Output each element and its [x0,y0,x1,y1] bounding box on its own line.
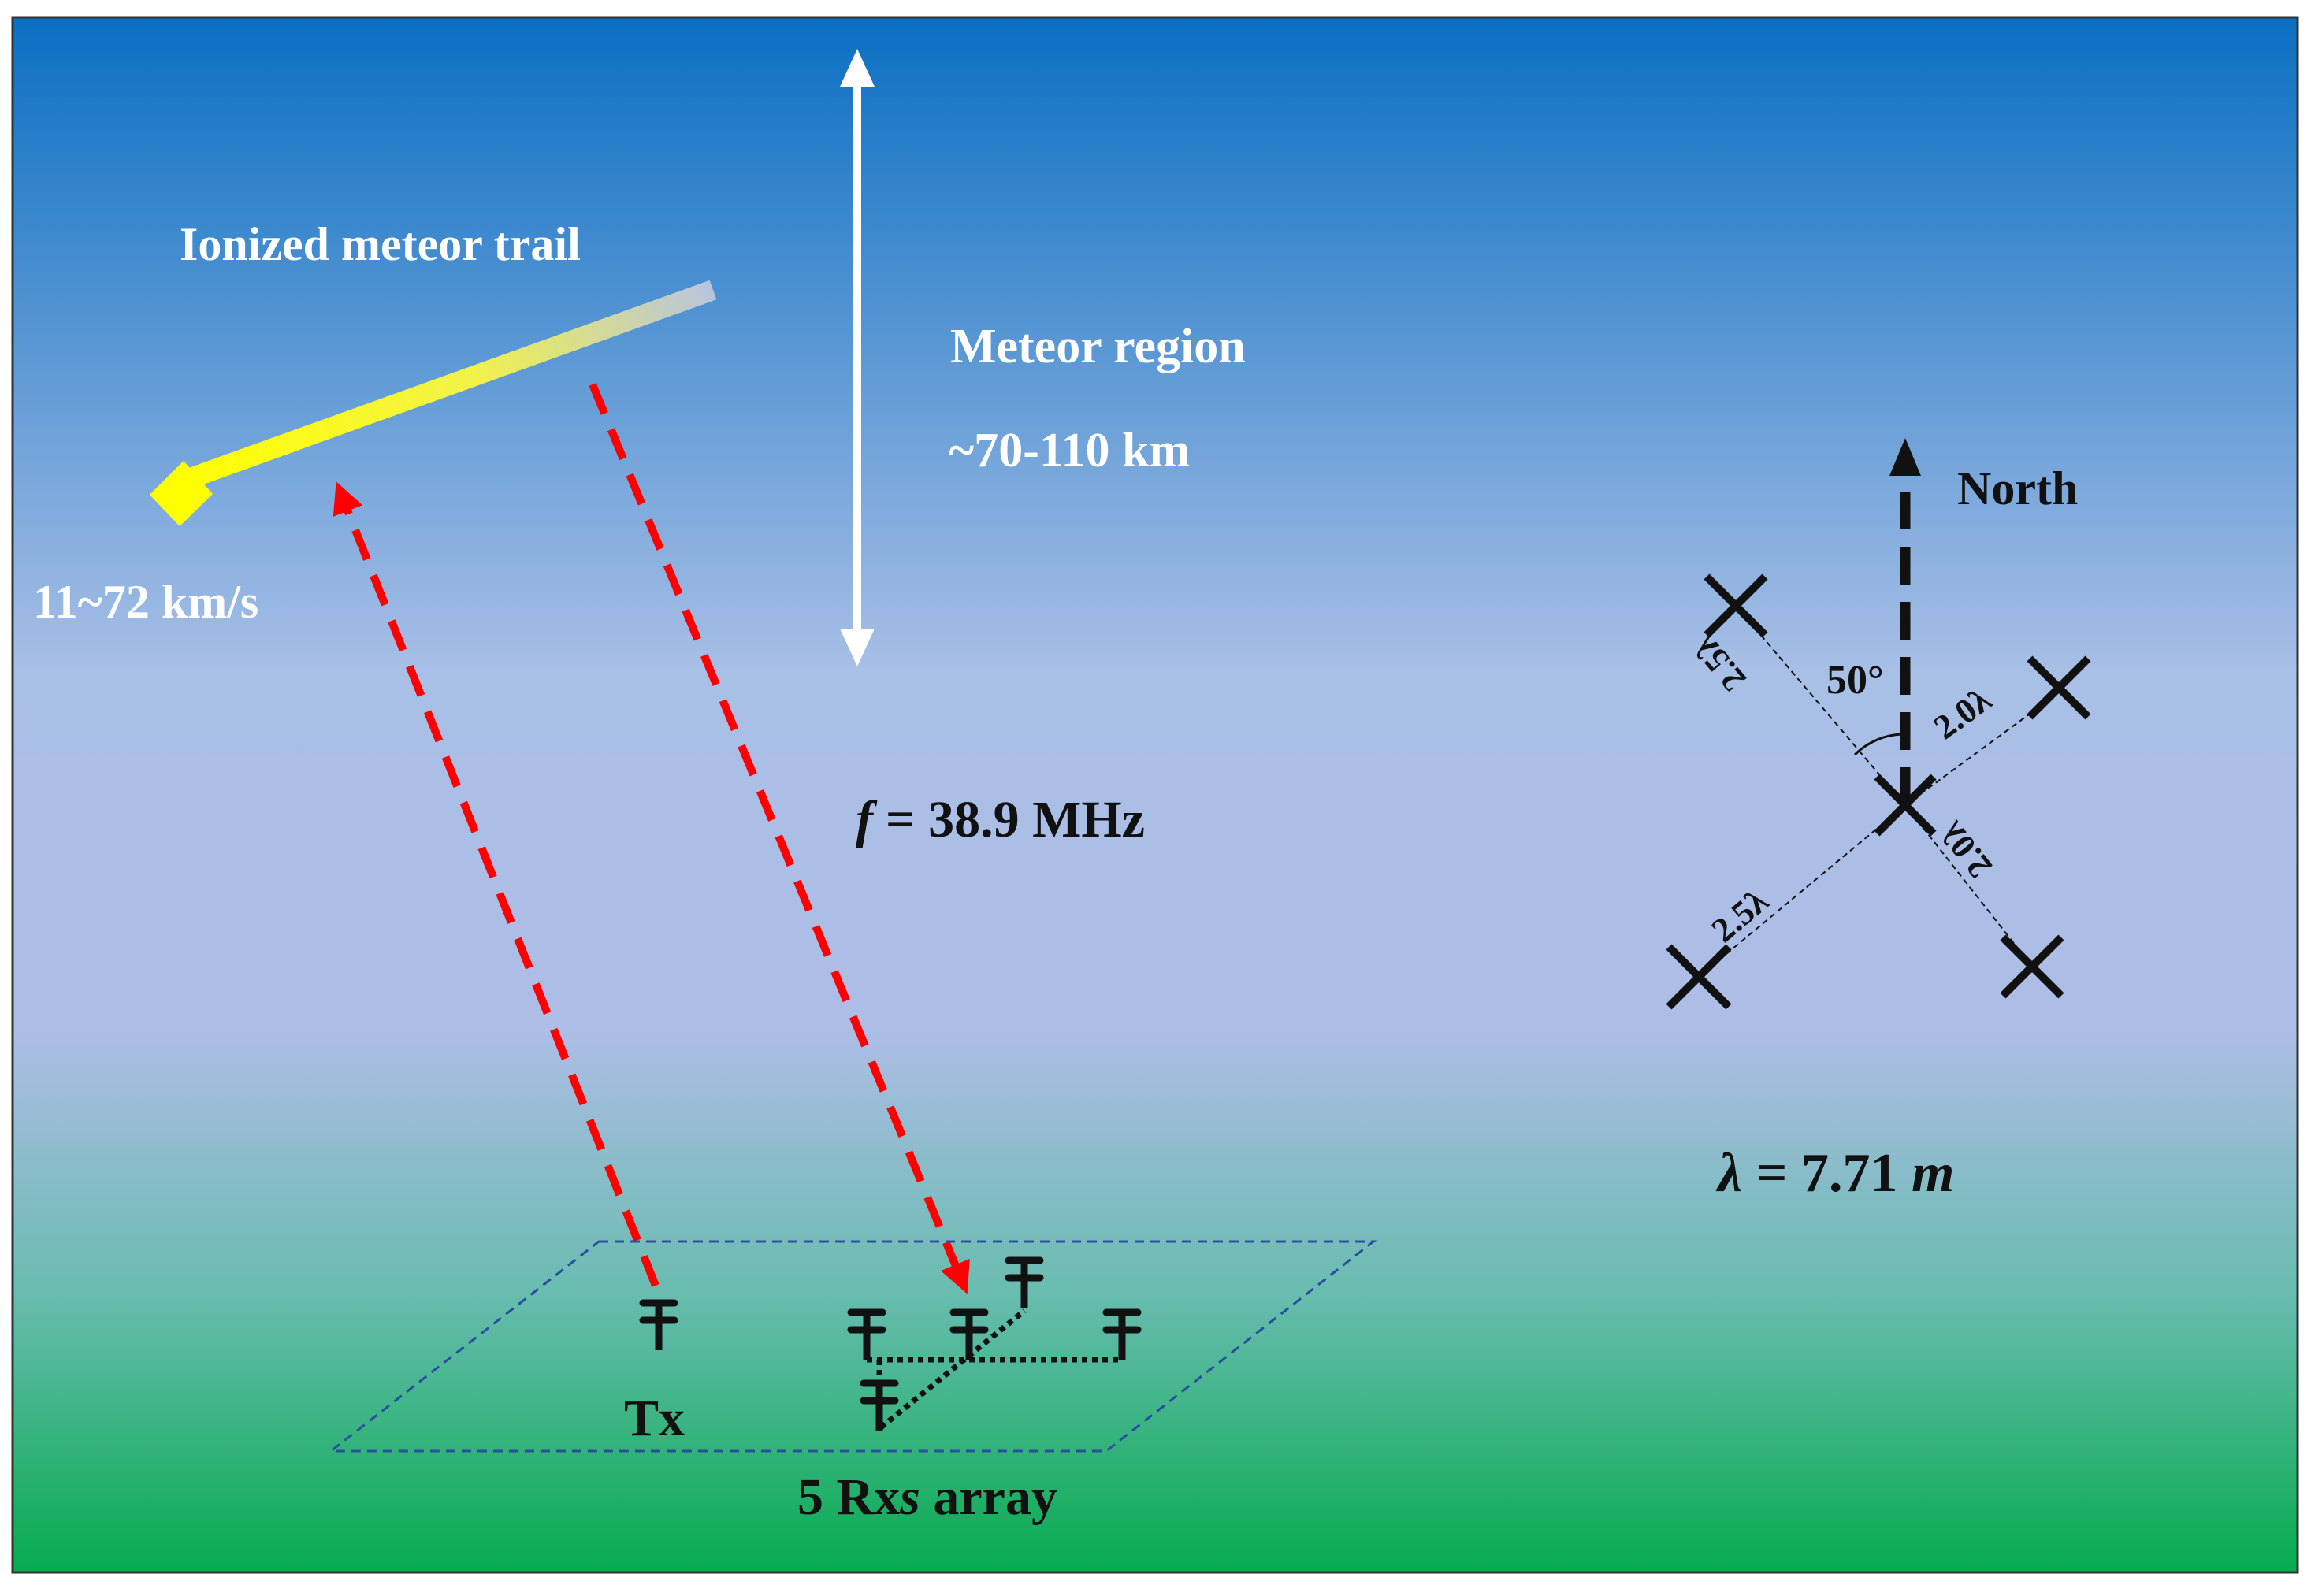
wavelength-unit: m [1912,1143,1954,1204]
cross-marker-icon [1666,944,1732,1010]
north-arrow-icon [1889,438,1921,476]
trail-label: Ionized meteor trail [180,218,581,270]
frequency-value: = 38.9 MHz [886,791,1145,848]
north-label: North [1957,462,2078,514]
angle-arc [1853,733,1906,756]
cross-marker-icon [2027,655,2091,720]
cross-marker-icon [1874,774,1937,837]
cross-marker-icon [1704,573,1768,638]
array-label-prefix: 5 Rx [797,1468,900,1526]
array-label-italic: s [899,1468,920,1526]
scattered-signal-path [589,383,970,1294]
double-arrow-icon [840,49,875,666]
transmitted-signal-path [333,481,659,1287]
array-baselines [867,1308,1122,1430]
cross-markers [1666,573,2091,1010]
array-ground-plane [327,1240,1377,1453]
meteor-head [150,461,213,526]
array-label: 5 Rxs array [797,1468,1057,1526]
meteor-region-altitude: ~70-110 km [949,424,1190,477]
wavelength-symbol: λ [1715,1143,1742,1204]
tx-label: Tx [624,1390,685,1447]
wavelength-label: λ = 7.71 m [1715,1143,1954,1204]
frequency-label: f= 38.9 MHz [856,791,1145,848]
meteor-trail [150,280,717,526]
wavelength-equation: = 7.71 [1742,1143,1912,1204]
meteor-region-title: Meteor region [950,320,1246,373]
cross-marker-icon [2000,934,2064,999]
figure-border [11,16,2299,1574]
angle-label: 50° [1826,658,1884,703]
speed-label: 11~72 km/s [33,576,258,628]
array-label-suffix: array [920,1468,1057,1526]
